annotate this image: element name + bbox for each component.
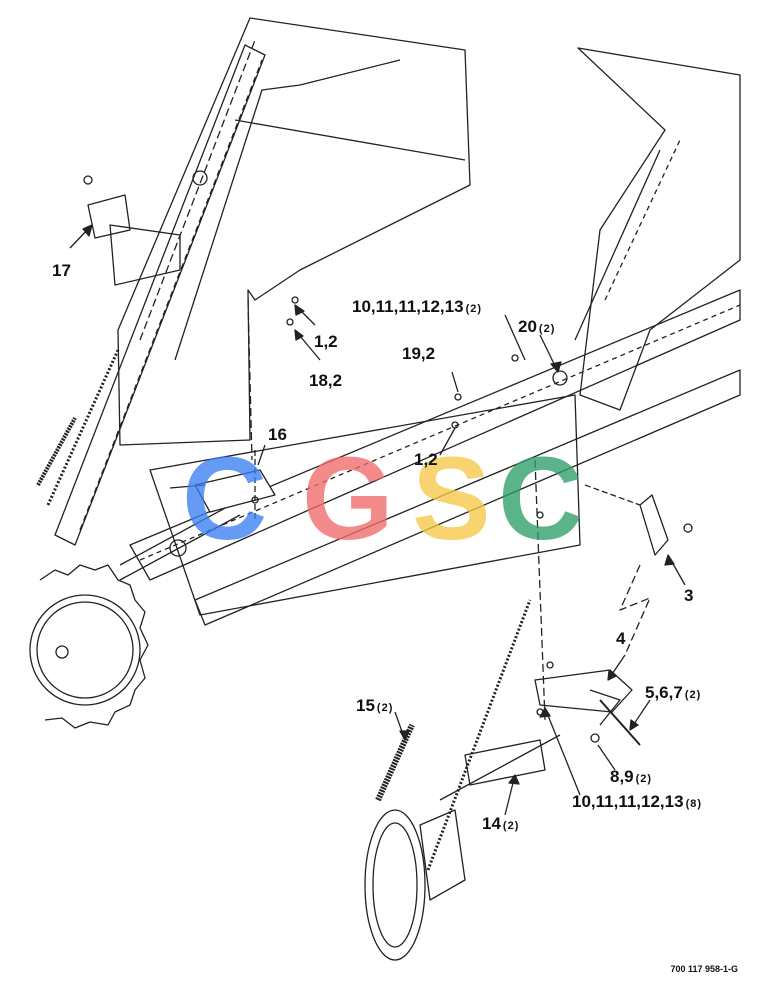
callout-3-label: 3 bbox=[684, 586, 694, 605]
callout-8-9-label: 8,9 bbox=[610, 767, 634, 786]
left-sprocket bbox=[29, 564, 149, 729]
callout-4-label: 4 bbox=[616, 629, 626, 648]
lower-chain bbox=[426, 599, 532, 871]
callout-1-2-upper: 1,2 bbox=[314, 333, 338, 350]
callout-5-6-7-label: 5,6,7 bbox=[645, 683, 683, 702]
watermark-letter-s: S bbox=[412, 433, 491, 565]
callout-1-2-upper-label: 1,2 bbox=[314, 332, 338, 351]
bracket-17 bbox=[83, 175, 181, 286]
callout-10-13-bottom: 10,11,11,12,13(8) bbox=[572, 793, 702, 810]
callout-8-9: 8,9(2) bbox=[610, 768, 652, 785]
figure-number: 700 117 958-1-G bbox=[670, 964, 738, 974]
watermark-letter-c2: C bbox=[498, 433, 584, 565]
callout-15: 15(2) bbox=[356, 697, 393, 714]
left-chain bbox=[46, 349, 120, 506]
callout-10-13-top-label: 10,11,11,12,13 bbox=[352, 297, 464, 316]
left-spring bbox=[36, 417, 77, 486]
tensioner-14 bbox=[464, 739, 546, 786]
callout-15-qty: (2) bbox=[376, 702, 394, 714]
callout-20: 20(2) bbox=[518, 318, 555, 335]
callout-1-2-lower-label: 1,2 bbox=[414, 450, 438, 469]
upper-frame-right bbox=[577, 47, 741, 411]
bracket-16 bbox=[169, 450, 276, 520]
callout-19-2: 19,2 bbox=[402, 345, 435, 362]
callout-14-label: 14 bbox=[482, 814, 501, 833]
callout-19-2-label: 19,2 bbox=[402, 344, 436, 363]
callout-15-label: 15 bbox=[356, 696, 375, 715]
callout-3: 3 bbox=[684, 587, 693, 604]
lower-sprocket bbox=[364, 809, 466, 961]
main-cross-beam bbox=[129, 289, 741, 581]
callout-20-qty: (2) bbox=[538, 323, 556, 335]
watermark-letter-g: G bbox=[302, 433, 394, 565]
callout-18-2-label: 18,2 bbox=[309, 371, 343, 390]
callout-8-9-qty: (2) bbox=[635, 773, 653, 785]
callout-10-13-top-qty: (2) bbox=[465, 303, 483, 315]
callout-5-6-7: 5,6,7(2) bbox=[645, 684, 701, 701]
callout-14-qty: (2) bbox=[502, 820, 520, 832]
callout-10-13-top: 10,11,11,12,13(2) bbox=[352, 298, 482, 315]
callout-17-label: 17 bbox=[52, 261, 71, 280]
bracket-3 bbox=[584, 484, 693, 556]
callout-10-13-bottom-label: 10,11,11,12,13 bbox=[572, 792, 684, 811]
callout-10-13-bottom-qty: (8) bbox=[685, 798, 703, 810]
callout-5-6-7-qty: (2) bbox=[684, 689, 702, 701]
callout-20-label: 20 bbox=[518, 317, 537, 336]
lower-frame bbox=[149, 394, 581, 616]
callout-16-label: 16 bbox=[268, 425, 287, 444]
spring-15 bbox=[375, 723, 415, 802]
callout-4: 4 bbox=[616, 630, 625, 647]
callout-17: 17 bbox=[52, 262, 71, 279]
bracket-4 bbox=[534, 564, 651, 746]
callout-16: 16 bbox=[268, 426, 287, 443]
left-diagonal-beam bbox=[54, 44, 266, 546]
callout-1-2-lower: 1,2 bbox=[414, 451, 438, 468]
callout-14: 14(2) bbox=[482, 815, 519, 832]
upper-frame-left bbox=[117, 17, 471, 446]
callout-18-2: 18,2 bbox=[309, 372, 342, 389]
watermark-letter-c1: C bbox=[182, 433, 268, 565]
